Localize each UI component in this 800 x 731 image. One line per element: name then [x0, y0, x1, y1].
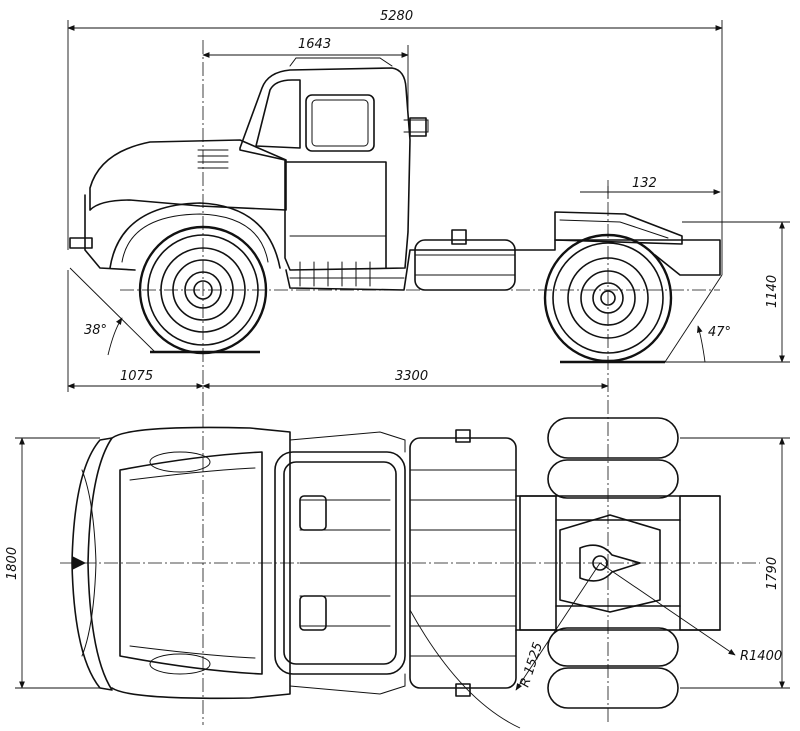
rear-wheels-top — [547, 417, 679, 709]
rear-turn-radius-label: R1400 — [740, 649, 782, 664]
rear-turn-radius-arc — [599, 562, 736, 656]
hood — [69, 139, 287, 271]
fuel-tank-top — [409, 429, 517, 697]
rear-overhang-label: 132 — [632, 176, 657, 191]
hood-top — [111, 426, 291, 700]
front-overhang-label: 1075 — [120, 369, 153, 384]
cab — [239, 57, 429, 271]
side-view: 5280 1643 132 1140 1075 3300 38° 47° — [67, 9, 790, 725]
departure-angle-label: 47° — [708, 325, 731, 340]
front-fender — [109, 202, 281, 269]
front-track-label: 1800 — [5, 547, 20, 580]
fifth-wheel-top — [559, 514, 661, 613]
front-turn-radius-arc — [409, 609, 521, 729]
approach-angle-label: 38° — [84, 323, 107, 338]
rear-track-label: 1790 — [765, 557, 780, 590]
overall-length-label: 5280 — [380, 9, 413, 24]
chassis-frame — [285, 239, 721, 291]
frame-rails-top — [515, 495, 721, 631]
front-wheel — [138, 225, 268, 355]
fifth-wheel-coupling — [554, 211, 683, 245]
rear-wheel — [543, 233, 673, 363]
cab-roof-top — [274, 431, 406, 695]
cab-length-label: 1643 — [298, 37, 331, 52]
top-view: 1800 1790 R 1525 R1400 — [5, 417, 790, 729]
departure-angle-line — [664, 274, 723, 363]
front-bumper-top — [71, 437, 113, 691]
coupling-height-label: 1140 — [765, 275, 780, 308]
wheelbase-label: 3300 — [395, 369, 428, 384]
fuel-tank-side — [414, 229, 516, 291]
front-turn-radius-label: R 1525 — [518, 641, 547, 690]
approach-angle-line — [69, 267, 156, 353]
